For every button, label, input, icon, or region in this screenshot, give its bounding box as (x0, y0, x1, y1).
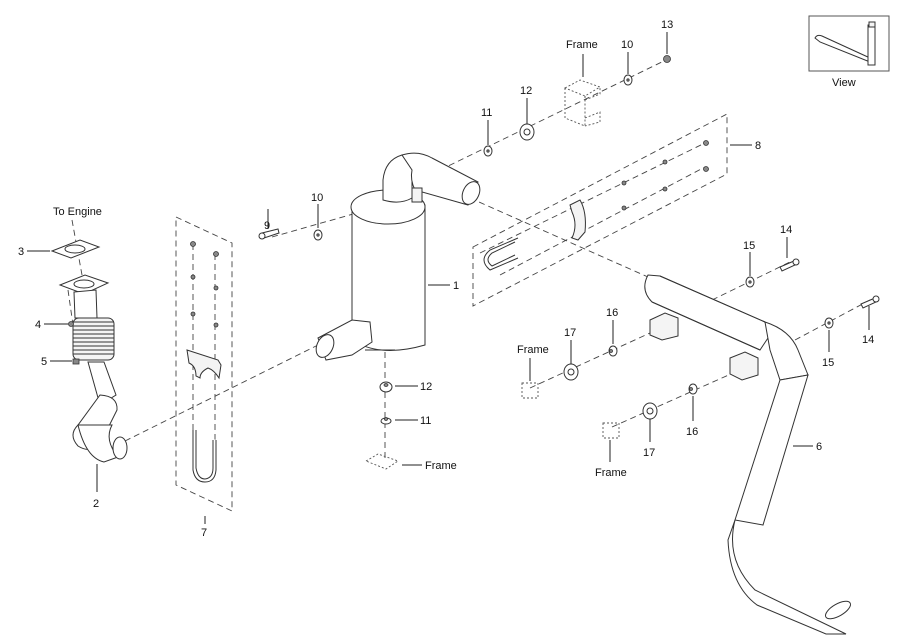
callout-7: 7 (201, 527, 207, 539)
pipe-bracket-left (649, 312, 679, 341)
callout-11-lower: 11 (420, 415, 431, 427)
callout-12-lower: 12 (420, 381, 432, 393)
part-8-ubolt-kit[interactable] (483, 140, 709, 271)
callout-10-upper: 10 (621, 39, 633, 51)
group-box-8 (472, 113, 728, 307)
callout-14-lower: 14 (862, 334, 874, 346)
callout-10-left: 10 (311, 192, 323, 204)
part-10-washer-left[interactable] (313, 229, 323, 241)
part-9-bolt[interactable] (258, 228, 280, 240)
annotation-frame-right-upper: Frame (517, 344, 549, 356)
part-1-muffler[interactable] (313, 152, 484, 361)
pipe-bracket-right (729, 351, 759, 381)
frame-plate-bottom (364, 453, 400, 470)
part-7-ubolt-kit[interactable] (186, 241, 222, 483)
frame-bracket-top (563, 79, 602, 127)
part-12-isolator-upper[interactable] (519, 123, 535, 141)
forklift-fork-icon (814, 21, 876, 66)
callout-3: 3 (18, 246, 24, 258)
callout-9: 9 (264, 220, 270, 232)
callout-16-lower: 16 (686, 426, 698, 438)
callout-12-upper: 12 (520, 85, 532, 97)
part-14-bolt-lower[interactable] (860, 295, 880, 309)
part-17-isolator-upper[interactable] (563, 363, 579, 381)
part-15-washer-upper[interactable] (745, 276, 755, 288)
callout-5: 5 (41, 356, 47, 368)
callouts: 3 4 5 2 7 9 10 1 12 11 11 12 10 13 8 15 … (18, 19, 874, 539)
group-box-7 (175, 216, 233, 512)
callout-11-upper: 11 (481, 107, 492, 119)
part-13-nut[interactable] (663, 55, 671, 63)
callout-15-lower: 15 (822, 357, 834, 369)
callout-6: 6 (816, 441, 822, 453)
part-6-tailpipe[interactable] (644, 274, 853, 635)
part-11-washer-upper[interactable] (483, 145, 493, 157)
part-16-spacer-upper[interactable] (608, 345, 618, 357)
callout-4: 4 (35, 319, 41, 331)
callout-14-upper: 14 (780, 224, 792, 236)
view-inset: View (808, 15, 890, 89)
callout-16-upper: 16 (606, 307, 618, 319)
part-10-washer-upper[interactable] (623, 74, 633, 86)
part-5-bolt[interactable] (72, 358, 80, 365)
frame-block-lower (602, 422, 620, 439)
part-4-clamp[interactable] (68, 321, 74, 327)
frame-block-upper (521, 382, 539, 399)
part-15-washer-lower[interactable] (824, 317, 834, 329)
annotation-frame-top: Frame (566, 39, 598, 51)
callout-17-lower: 17 (643, 447, 655, 459)
part-3-gasket[interactable] (50, 239, 101, 259)
callout-1: 1 (453, 280, 459, 292)
callout-8: 8 (755, 140, 761, 152)
view-label: View (832, 77, 856, 89)
annotation-frame-bottom-center: Frame (425, 460, 457, 472)
leaders (27, 32, 870, 524)
part-2-flex-pipe[interactable] (58, 274, 128, 463)
part-16-spacer-lower[interactable] (688, 383, 698, 395)
callout-17-upper: 17 (564, 327, 576, 339)
callout-13: 13 (661, 19, 673, 31)
callout-15-upper: 15 (743, 240, 755, 252)
part-17-isolator-lower[interactable] (642, 402, 658, 420)
part-14-bolt-upper[interactable] (779, 258, 800, 272)
part-11-washer-lower[interactable] (380, 417, 392, 425)
part-12-isolator-lower[interactable] (379, 381, 393, 393)
annotation-to-engine: To Engine (53, 206, 102, 218)
annotation-frame-right-lower: Frame (595, 467, 627, 479)
callout-2: 2 (93, 498, 99, 510)
